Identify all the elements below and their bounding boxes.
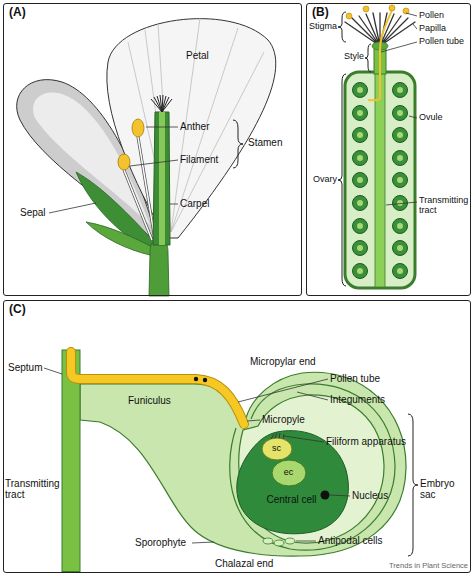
part-label: Micropyle [262, 414, 322, 425]
panel-frame: (A) [3, 3, 302, 296]
anther-shape [132, 119, 144, 137]
part-label: Transmitting tract [419, 196, 470, 216]
part-label: Ovule [419, 113, 470, 123]
antipodal-cell [263, 538, 273, 544]
ovule-shape [353, 173, 368, 188]
ovary-wall [345, 72, 415, 288]
cell-label: sc [261, 437, 293, 461]
sporophyte-body [80, 372, 406, 556]
ovule-shape [393, 173, 408, 188]
part-label: Petal [186, 50, 226, 61]
part-label: Anther [180, 121, 225, 132]
stigma-bracket [338, 12, 346, 42]
ovule-shape [393, 128, 408, 143]
pollen-grain [346, 13, 352, 19]
ovule-shape [393, 196, 408, 211]
pollen-tube-outline [71, 352, 244, 424]
part-label: Antipodal cells [318, 535, 408, 546]
ovule-shape [353, 106, 368, 121]
part-label: Chalazal end [215, 558, 295, 569]
panel-letter: (B) [312, 6, 329, 19]
antipodal-cell [274, 540, 284, 546]
central-cell-shape [236, 430, 348, 533]
part-label: Transmitting tract [5, 478, 61, 500]
sperm-dot [203, 378, 207, 382]
panel-frame: (C) Central cell scec [3, 300, 471, 573]
part-label: Sepal [20, 207, 60, 218]
leader-lines [44, 368, 350, 543]
ovule-shape [353, 196, 368, 211]
stigma-hairs [151, 95, 172, 112]
ovule-shape [353, 219, 368, 234]
ovule-shape [353, 151, 368, 166]
central-cell: Central cell scec [232, 428, 357, 538]
panel-letter: (A) [9, 6, 26, 19]
panel-frame: (B) [306, 3, 471, 296]
sperm-cell: sc [261, 437, 293, 461]
leader-lines [381, 13, 417, 205]
part-label: Carpel [180, 198, 230, 209]
ovule-shape [393, 106, 408, 121]
outer-integument [230, 384, 395, 550]
embryo-sac-bracket [408, 414, 418, 556]
sperm-dot [194, 377, 198, 381]
leader-lines [49, 127, 178, 213]
part-label: Micropylar end [250, 356, 340, 367]
antipodal-cell [285, 538, 295, 544]
filiform-apparatus [271, 433, 284, 439]
ovule-shape [353, 128, 368, 143]
petal-shape [107, 19, 276, 238]
anther-shape [118, 154, 130, 170]
ovule-shape [353, 83, 368, 98]
ovule-shape [393, 219, 408, 234]
part-label: Pollen [419, 11, 470, 21]
pollen-grain [363, 6, 369, 12]
panel-letter: (C) [9, 303, 26, 316]
stamen-bracket [233, 120, 243, 168]
pollen-tube [71, 352, 244, 424]
part-label: Septum [8, 362, 58, 373]
part-label: Papilla [419, 24, 470, 34]
ovule-shape [393, 241, 408, 256]
part-label: Stamen [248, 137, 298, 148]
part-label: Embryo sac [420, 478, 468, 500]
part-label: Funiculus [128, 395, 188, 406]
egg-cell-shape [272, 460, 306, 486]
part-label: Ovary [306, 175, 337, 185]
carpel-tract [159, 112, 165, 245]
nucleus-dot [321, 491, 330, 500]
filament-shape [124, 137, 155, 240]
pollen-tube [368, 10, 392, 100]
part-label: Pollen tube [419, 37, 470, 47]
cell-label: ec [271, 459, 307, 487]
ovule-shape [353, 241, 368, 256]
part-label: Nucleus [352, 490, 402, 501]
ovule-shape [393, 83, 408, 98]
part-label: Filament [180, 154, 230, 165]
sperm-cell-shape [262, 438, 292, 460]
part-label: Sporophyte [135, 537, 195, 548]
pollen-grain [389, 5, 395, 11]
watermark-text: Trends in Plant Science [318, 562, 468, 570]
ovule-shape [353, 264, 368, 279]
ovary-bracket [338, 74, 346, 286]
part-label: Integuments [330, 394, 410, 405]
stem-shape [149, 240, 169, 296]
transmitting-tract [375, 73, 385, 287]
part-label: Pollen tube [330, 373, 410, 384]
cell-label: Central cell [262, 494, 322, 505]
ovule-shape [393, 264, 408, 279]
part-label: Stigma [306, 22, 337, 32]
style-bracket [365, 44, 371, 72]
part-label: Style [326, 52, 364, 62]
carpel-shape [153, 112, 170, 245]
egg-cell: ec [271, 459, 307, 487]
ovule-shape [393, 151, 408, 166]
filament-outline [124, 137, 155, 240]
pollen-grain [403, 8, 409, 14]
sepal-shape [86, 222, 154, 255]
part-label: Filiform apparatus [326, 436, 421, 447]
